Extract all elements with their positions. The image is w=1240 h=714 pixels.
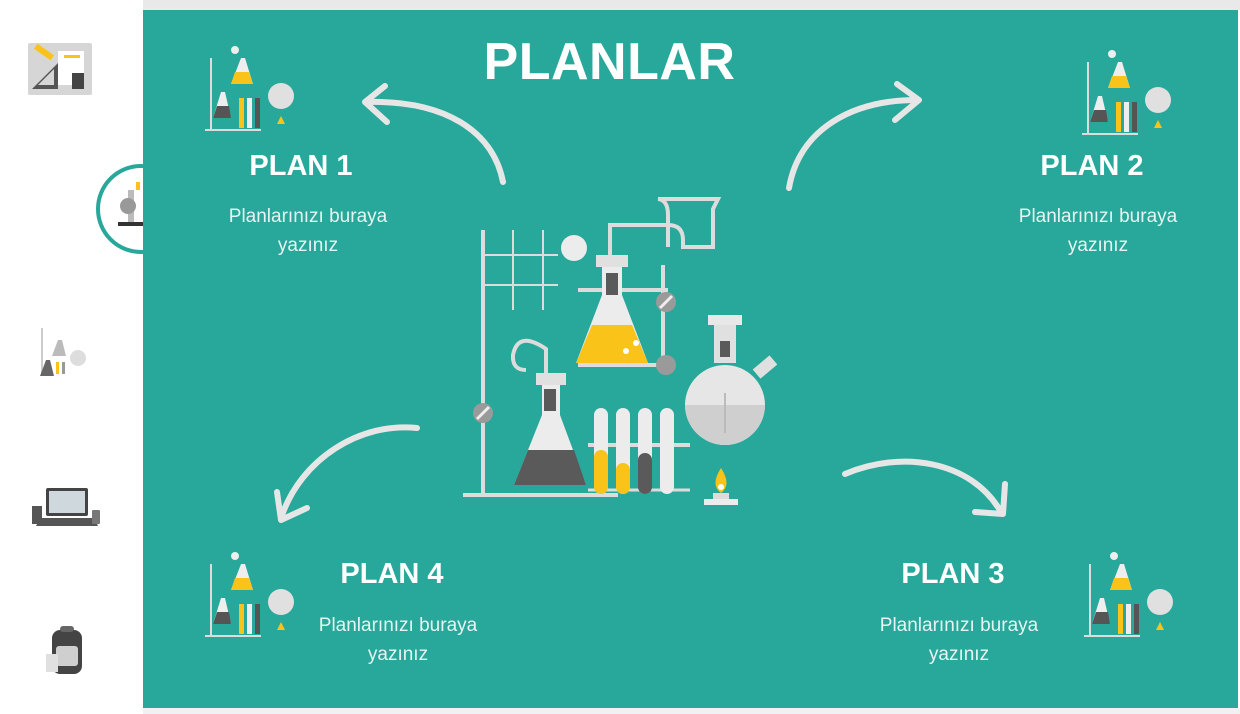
arrow-to-plan-1-icon: [362, 83, 506, 185]
arrow-to-plan-2-icon: [786, 81, 922, 191]
plan-1-heading: PLAN 1: [249, 150, 353, 182]
slide-thumbnail-panel: [0, 0, 186, 714]
plan-1-text: Planlarınızı buraya yazınız: [228, 206, 388, 256]
lab-equipment-illustration: [463, 197, 778, 505]
slide-thumbnail-1[interactable]: [28, 43, 92, 95]
plan-4-heading: PLAN 4: [340, 558, 444, 590]
lab-equipment-icon: [40, 328, 86, 376]
drafting-tools-icon: [32, 43, 84, 89]
laptop-devices-icon: [32, 488, 100, 526]
slide-bottom-border: [143, 708, 1240, 714]
slide-thumbnail-3[interactable]: [32, 320, 92, 380]
slide-top-border: [143, 0, 1240, 10]
lab-equipment-icon: [1084, 552, 1173, 637]
backpack-icon: [46, 626, 82, 674]
plan-2-heading: PLAN 2: [1040, 150, 1144, 182]
arrow-to-plan-4-icon: [274, 424, 420, 523]
lab-equipment-icon: [205, 552, 294, 637]
plan-3-text: Planlarınızı buraya yazınız: [879, 615, 1039, 665]
arrow-to-plan-3-icon: [842, 458, 1008, 517]
plan-3-heading: PLAN 3: [901, 558, 1005, 590]
slide-thumbnail-5[interactable]: [42, 624, 94, 680]
plan-4-text: Planlarınızı buraya yazınız: [318, 615, 478, 665]
lab-equipment-icon: [1082, 50, 1171, 135]
slide-canvas[interactable]: PLANLAR: [143, 10, 1238, 708]
lab-equipment-icon: [205, 46, 294, 131]
slide-thumbnail-4[interactable]: [30, 484, 106, 536]
plan-2-text: Planlarınızı buraya yazınız: [1018, 206, 1178, 256]
slide-title: PLANLAR: [483, 33, 736, 91]
